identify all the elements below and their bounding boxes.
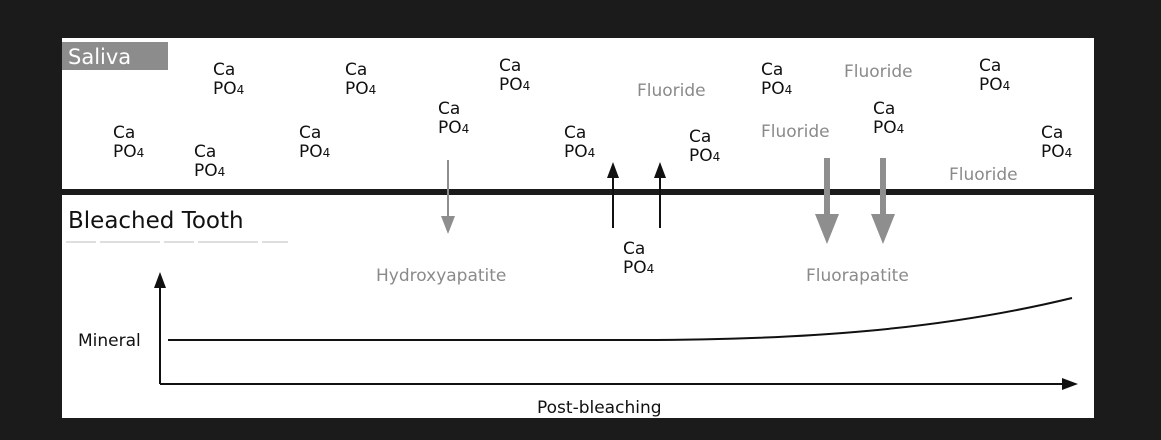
- phosphate-label: PO4: [873, 118, 904, 138]
- phosphate-label: PO4: [299, 142, 330, 162]
- phosphate-subscript: 4: [323, 146, 331, 160]
- phosphate-symbol: PO: [1041, 142, 1065, 162]
- phosphate-label: PO4: [1041, 142, 1072, 162]
- calcium-label: Ca: [564, 123, 586, 143]
- mineral-graph: Mineral Post-bleaching: [78, 272, 1078, 418]
- mineral-axis-label: Mineral: [78, 331, 141, 351]
- phosphate-subscript: 4: [523, 79, 531, 93]
- phosphate-subscript: 4: [588, 146, 596, 160]
- release-arrow-right: [654, 162, 666, 228]
- phosphate-symbol: PO: [689, 146, 713, 166]
- phosphate-subscript: 4: [218, 165, 226, 179]
- phosphate-label: PO4: [564, 142, 595, 162]
- post-bleaching-axis-label: Post-bleaching: [537, 398, 662, 418]
- calcium-label: Ca: [113, 123, 135, 143]
- phosphate-subscript: 4: [237, 83, 245, 97]
- phosphate-label: PO4: [194, 161, 225, 181]
- phosphate-subscript: 4: [897, 122, 905, 136]
- fluorapatite-arrow-left: [815, 158, 839, 244]
- y-axis-arrowhead: [154, 272, 166, 288]
- phosphate-symbol: PO: [564, 142, 588, 162]
- tooth-label: Bleached Tooth: [68, 208, 244, 234]
- calcium-label: Ca: [299, 123, 321, 143]
- phosphate-symbol: PO: [979, 75, 1003, 95]
- phosphate-label: PO4: [689, 146, 720, 166]
- phosphate-symbol: PO: [438, 118, 462, 138]
- x-axis-arrowhead: [1062, 378, 1078, 390]
- phosphate-subscript: 4: [1003, 79, 1011, 93]
- calcium-label: Ca: [213, 60, 235, 80]
- fluoride-label: Fluoride: [637, 81, 706, 101]
- phosphate-subscript: 4: [647, 262, 655, 276]
- mineral-curve: [168, 297, 1073, 341]
- calcium-label: Ca: [761, 60, 783, 80]
- fluoride-label: Fluoride: [844, 62, 913, 82]
- phosphate-label: PO4: [623, 258, 654, 278]
- phosphate-label: PO4: [345, 79, 376, 99]
- phosphate-label: PO4: [979, 75, 1010, 95]
- phosphate-subscript: 4: [137, 146, 145, 160]
- phosphate-label: PO4: [438, 118, 469, 138]
- phosphate-label: PO4: [761, 79, 792, 99]
- phosphate-subscript: 4: [713, 150, 721, 164]
- phosphate-subscript: 4: [462, 122, 470, 136]
- phosphate-subscript: 4: [369, 83, 377, 97]
- saliva-label: Saliva: [68, 45, 131, 69]
- phosphate-subscript: 4: [1065, 146, 1073, 160]
- calcium-label: Ca: [623, 239, 645, 259]
- fluoride-label: Fluoride: [761, 122, 830, 142]
- calcium-label: Ca: [499, 56, 521, 76]
- release-arrow-left: [607, 162, 619, 228]
- phosphate-subscript: 4: [785, 83, 793, 97]
- calcium-label: Ca: [194, 142, 216, 162]
- calcium-label: Ca: [873, 99, 895, 119]
- phosphate-symbol: PO: [299, 142, 323, 162]
- phosphate-symbol: PO: [194, 161, 218, 181]
- phosphate-symbol: PO: [345, 79, 369, 99]
- calcium-label: Ca: [689, 127, 711, 147]
- phosphate-symbol: PO: [499, 75, 523, 95]
- diagram-panel: [62, 38, 1094, 418]
- phosphate-symbol: PO: [623, 258, 647, 278]
- ion-layer: CaPO4CaPO4CaPO4CaPO4CaPO4CaPO4CaPO4CaPO4…: [113, 56, 1072, 278]
- fluorapatite-arrow-right: [871, 158, 895, 244]
- saliva-tag: [62, 42, 168, 70]
- fluorapatite-label: Fluorapatite: [806, 266, 909, 286]
- phosphate-symbol: PO: [873, 118, 897, 138]
- hydroxyapatite-label: Hydroxyapatite: [376, 266, 506, 286]
- phosphate-label: PO4: [213, 79, 244, 99]
- phosphate-label: PO4: [113, 142, 144, 162]
- phosphate-symbol: PO: [113, 142, 137, 162]
- phosphate-symbol: PO: [761, 79, 785, 99]
- hydroxyapatite-arrow: [441, 160, 455, 234]
- phosphate-label: PO4: [499, 75, 530, 95]
- calcium-label: Ca: [345, 60, 367, 80]
- calcium-label: Ca: [438, 99, 460, 119]
- calcium-label: Ca: [1041, 123, 1063, 143]
- saliva-tooth-boundary: [62, 189, 1094, 195]
- phosphate-symbol: PO: [213, 79, 237, 99]
- calcium-label: Ca: [979, 56, 1001, 76]
- fluoride-label: Fluoride: [949, 165, 1018, 185]
